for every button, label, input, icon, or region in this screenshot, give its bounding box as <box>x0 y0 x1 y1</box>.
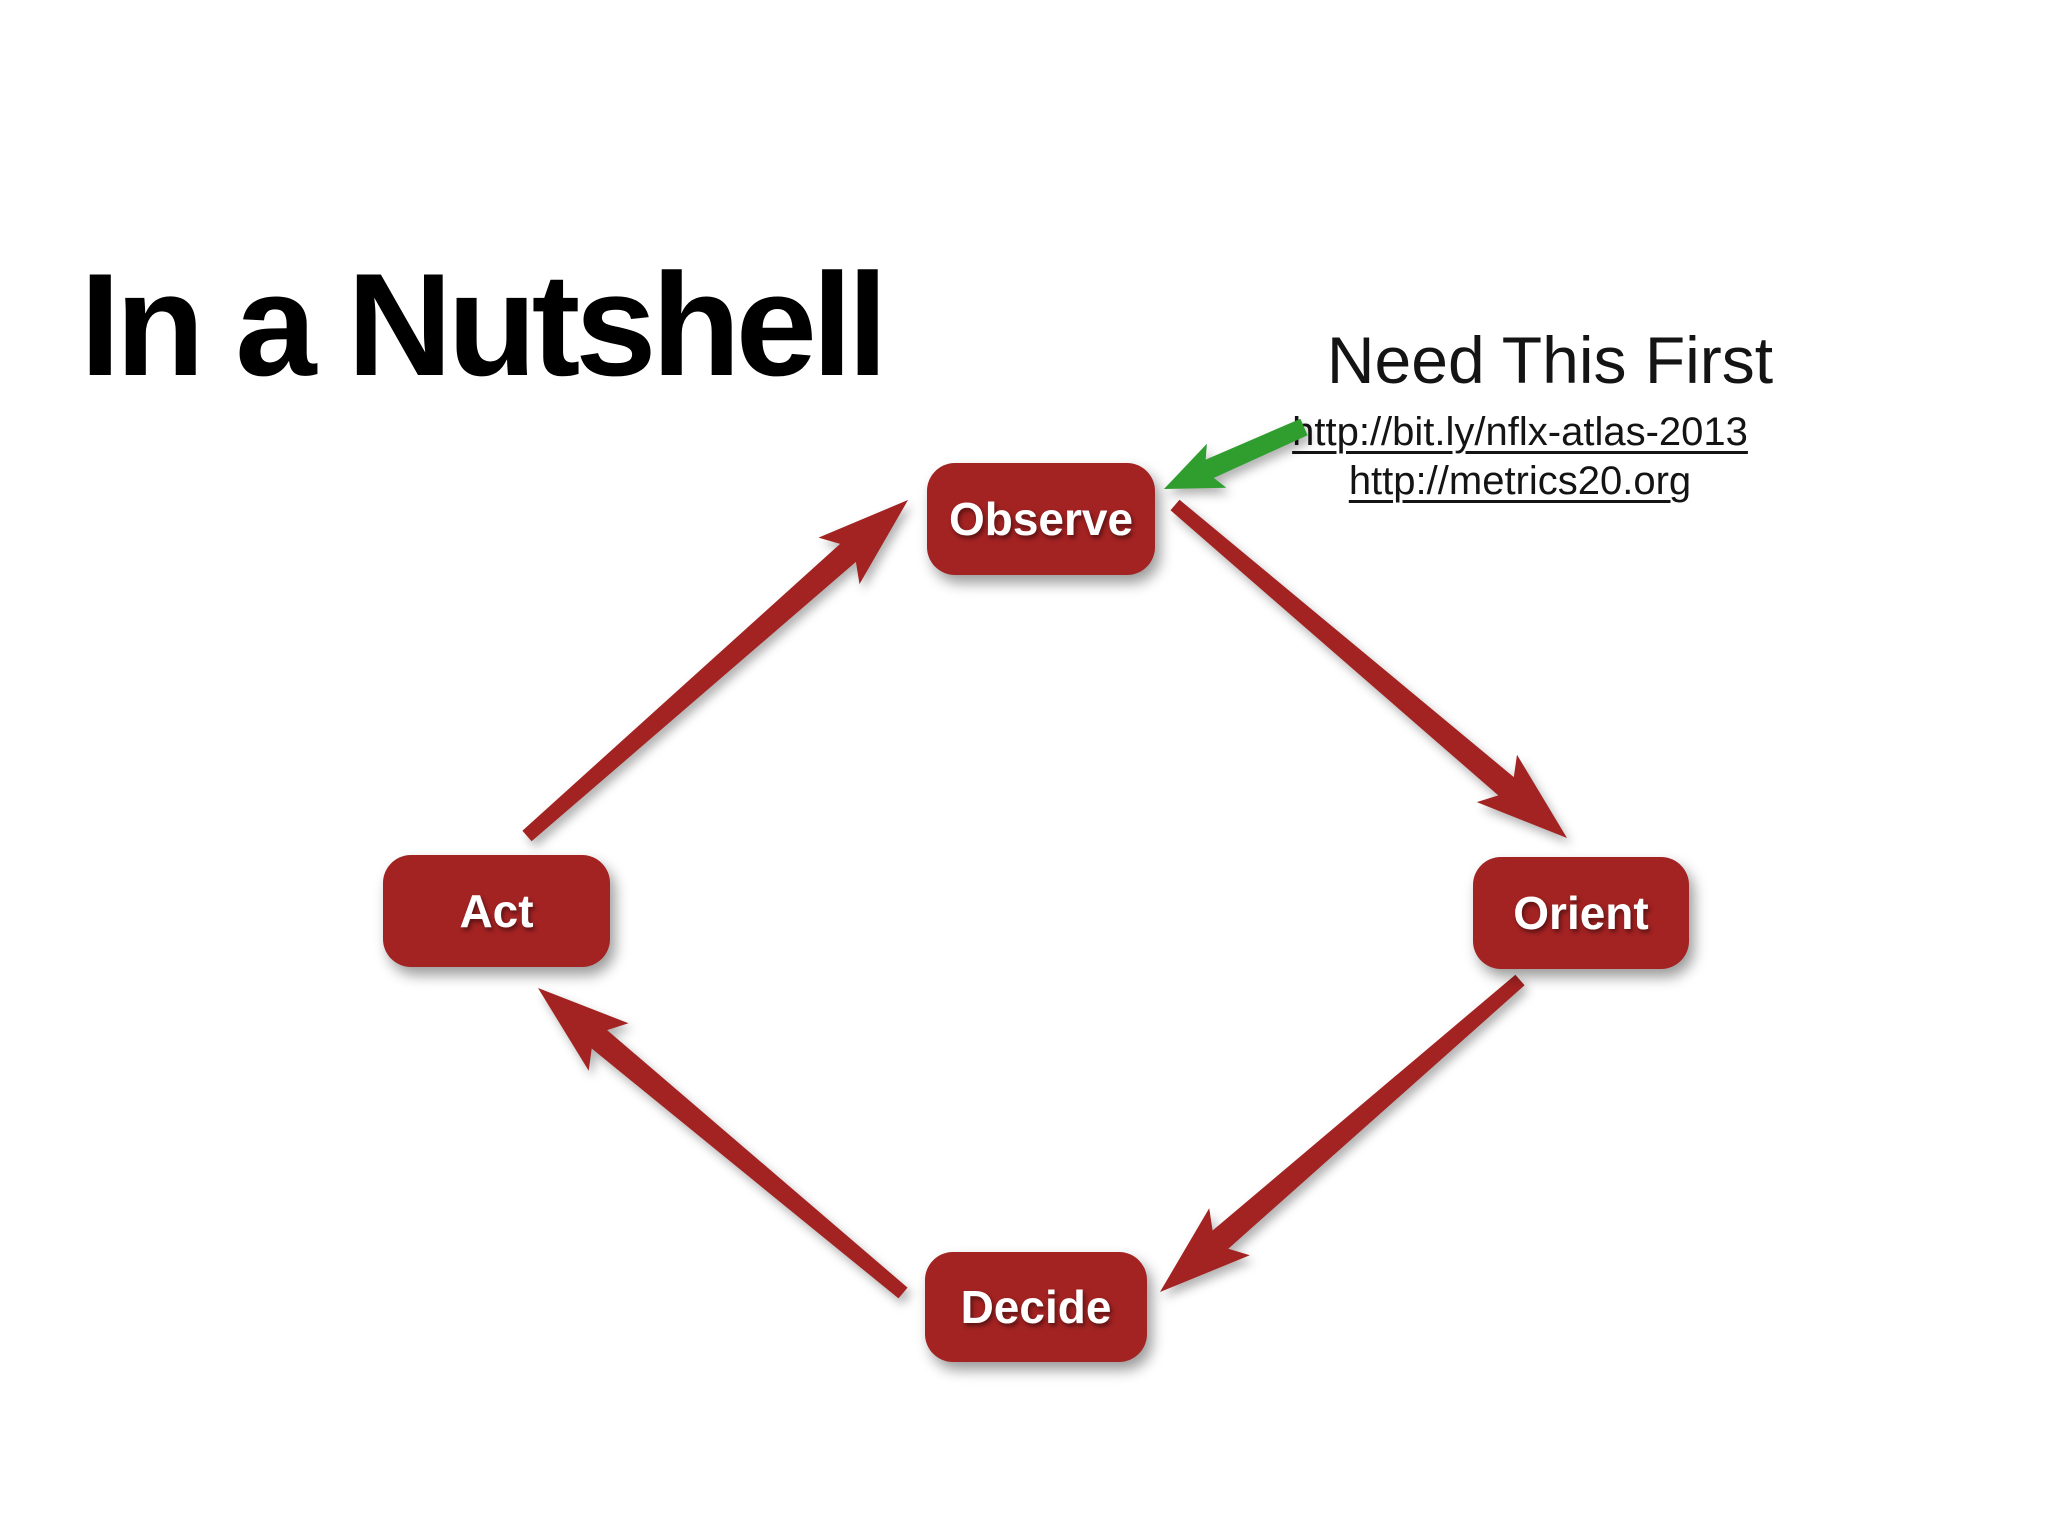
node-act: Act <box>383 855 610 967</box>
annotation-heading: Need This First <box>1326 323 1774 397</box>
node-decide-label: Decide <box>960 1281 1112 1333</box>
node-decide: Decide <box>925 1252 1147 1362</box>
arrow-observe-to-orient <box>1170 499 1567 838</box>
node-orient-label: Orient <box>1513 887 1649 939</box>
node-act-label: Act <box>459 885 534 937</box>
node-observe: Observe <box>927 463 1155 575</box>
annotation-green-arrow-icon <box>1164 418 1308 489</box>
arrow-act-to-observe <box>522 500 908 842</box>
node-observe-label: Observe <box>948 493 1134 545</box>
arrow-decide-to-act <box>538 988 908 1299</box>
slide-title: In a Nutshell <box>80 242 888 406</box>
arrow-orient-to-decide <box>1160 974 1525 1292</box>
annotation-links: http://bit.ly/nflx-atlas-2013 http://met… <box>1292 408 1748 506</box>
node-orient: Orient <box>1473 857 1689 969</box>
link-metrics20[interactable]: http://metrics20.org <box>1348 459 1692 503</box>
link-nflx-atlas[interactable]: http://bit.ly/nflx-atlas-2013 <box>1292 410 1748 454</box>
